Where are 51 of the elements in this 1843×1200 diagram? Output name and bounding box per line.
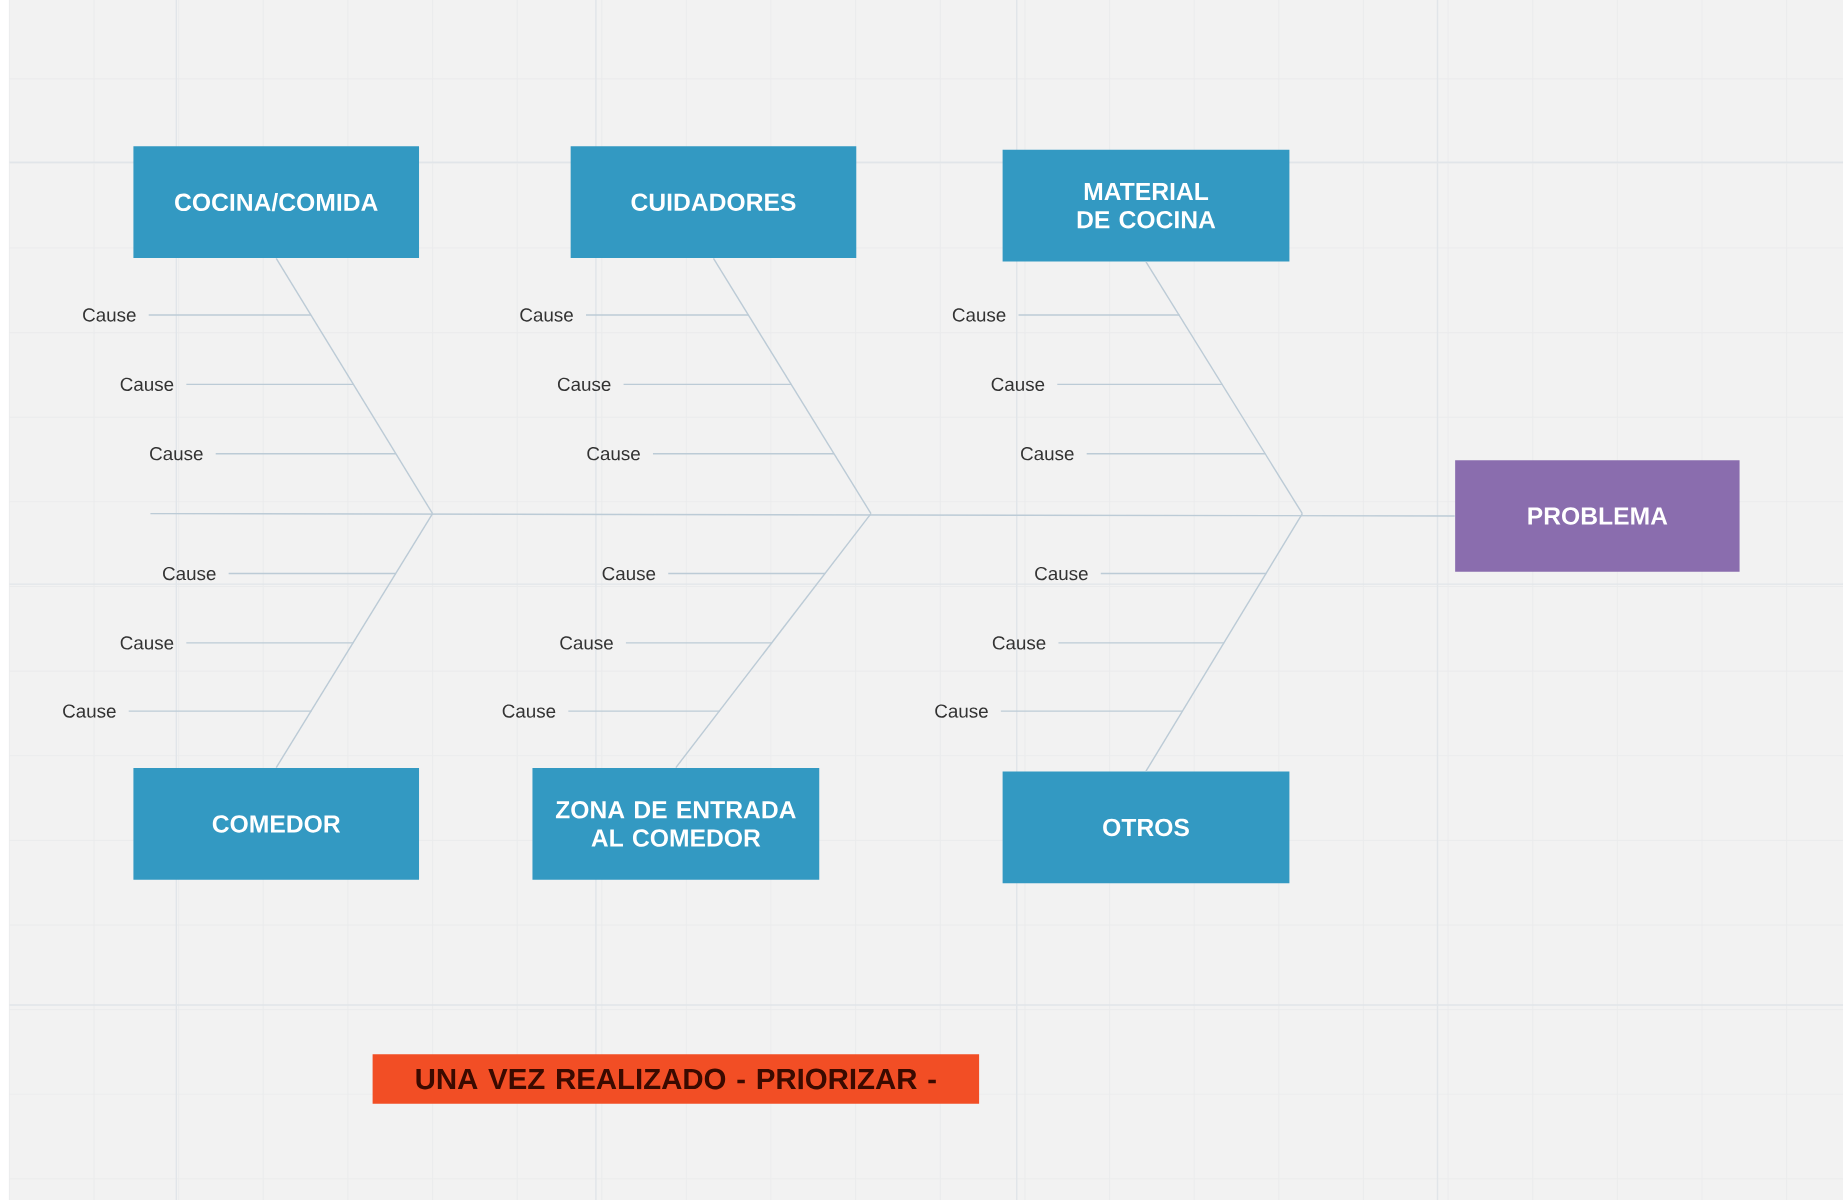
cause-label: Cause [992, 636, 1046, 650]
cause-label: Cause [163, 566, 216, 581]
cause-label: Cause [1035, 566, 1088, 581]
cause-label: Cause [587, 447, 640, 461]
category-box: MATERIAL DE COCINA [1002, 149, 1290, 262]
fishbone-line [1057, 642, 1225, 644]
cause-label: Cause [502, 704, 556, 718]
fishbone-line [675, 512, 872, 769]
cause-label: Cause [150, 447, 203, 461]
cause-label: Cause [991, 377, 1045, 391]
cause-label: Cause [120, 377, 174, 391]
fishbone-line [1086, 452, 1266, 455]
fishbone-line [1100, 572, 1267, 575]
cause-label: Cause [83, 308, 136, 322]
cause-label: Cause [1021, 447, 1074, 461]
fishbone-line [185, 642, 355, 644]
problem-box: PROBLEMA [1455, 460, 1740, 572]
category-box: COMEDOR [133, 768, 420, 880]
fishbone-line [275, 512, 434, 769]
fishbone-line [712, 257, 872, 515]
cause-label: Cause [602, 566, 656, 581]
category-box: OTROS [1002, 771, 1290, 884]
fishbone-line [567, 710, 721, 712]
fishbone-line [1145, 512, 1304, 772]
fishbone-line [1000, 710, 1184, 712]
fishbone-line [667, 572, 826, 575]
cause-label: Cause [520, 308, 573, 322]
fishbone-line [585, 314, 749, 316]
cause-label: Cause [557, 377, 611, 391]
fishbone-line [1056, 383, 1224, 386]
note-banner: UNA VEZ REALIZADO - PRIORIZAR - [372, 1054, 980, 1104]
fishbone-line [275, 257, 434, 515]
fishbone-line [215, 452, 397, 455]
fishbone-line [625, 642, 773, 644]
fishbone-line [1017, 314, 1181, 316]
fishbone-line [227, 572, 397, 575]
fishbone-line [185, 383, 355, 386]
cause-label: Cause [952, 308, 1006, 322]
fishbone-line [128, 710, 313, 712]
category-box: CUIDADORES [570, 146, 857, 258]
fishbone-line [148, 314, 312, 316]
cause-label: Cause [120, 636, 174, 650]
cause-label: Cause [63, 704, 116, 718]
fishbone-line [149, 512, 1456, 517]
fishbone-line [622, 383, 792, 386]
fishbone-line [652, 452, 835, 455]
cause-label: Cause [935, 704, 988, 718]
fishbone-line [1145, 261, 1304, 515]
cause-label: Cause [560, 636, 613, 650]
category-box: COCINA/COMIDA [133, 146, 420, 258]
category-box: ZONA DE ENTRADA AL COMEDOR [532, 768, 820, 880]
